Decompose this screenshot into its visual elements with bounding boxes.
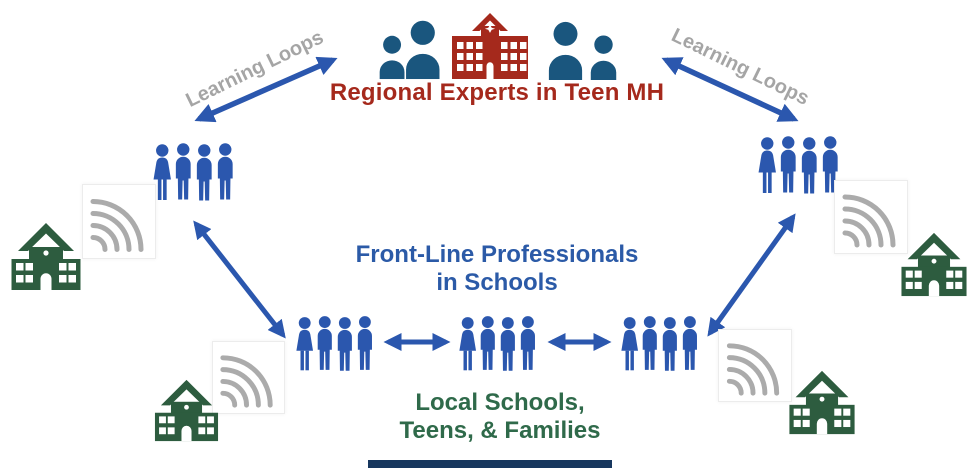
- right-vertical-link-arrow: [707, 213, 796, 337]
- local-group-center-icon: [459, 316, 535, 371]
- front-line-line1: Front-Line Professionals: [355, 241, 639, 268]
- local-schools-label: Local Schools, Teens, & Families: [340, 389, 660, 445]
- footer-bar: [368, 460, 612, 468]
- experts-people-pair-right-icon: [548, 21, 617, 80]
- front-line-professionals-label: Front-Line Professionals in Schools: [337, 241, 657, 297]
- local-school-building-icon: [154, 379, 219, 442]
- regional-experts-title: Regional Experts in Teen MH: [329, 79, 665, 106]
- local-schools-line1: Local Schools,: [415, 389, 585, 416]
- wifi-signal-icon: [834, 180, 908, 254]
- front-line-line2: in Schools: [436, 269, 558, 296]
- local-group-left-icon: [296, 316, 372, 371]
- local-school-building-icon: [11, 223, 81, 290]
- wifi-signal-icon: [718, 329, 792, 402]
- local-group-right-icon: [621, 316, 697, 371]
- experts-people-pair-left-icon: [379, 20, 440, 80]
- left-vertical-link-arrow: [193, 220, 286, 339]
- local-school-building-icon: [789, 370, 855, 435]
- wifi-signal-icon: [212, 341, 285, 414]
- local-schools-line2: Teens, & Families: [399, 417, 601, 444]
- professionals-group-right-icon: [758, 136, 838, 194]
- local-school-building-icon: [901, 232, 967, 297]
- wifi-signal-icon: [82, 184, 156, 259]
- professionals-group-left-icon: [153, 143, 233, 201]
- regional-school-building-icon: [452, 13, 528, 79]
